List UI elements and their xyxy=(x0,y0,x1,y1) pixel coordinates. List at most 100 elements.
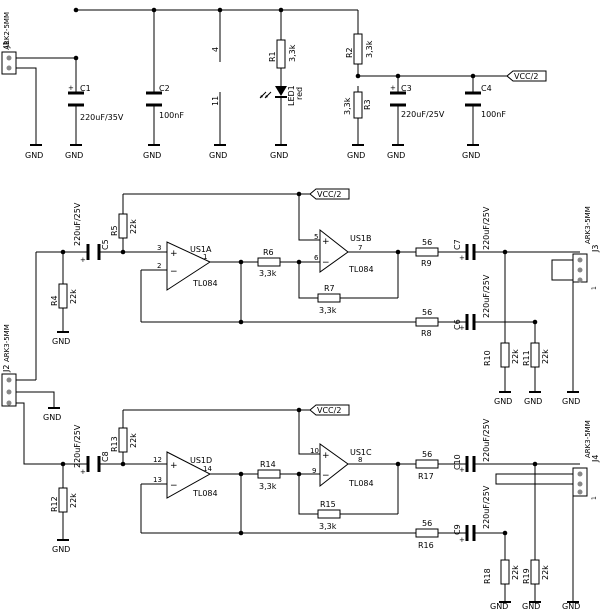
r4-value: 22k xyxy=(69,289,78,304)
resistor-r2: R2 3,3k xyxy=(345,33,374,65)
resistor-r11: R11 22k xyxy=(522,342,550,368)
gnd-symbols-ch1: GND GND GND GND xyxy=(52,331,580,406)
gnd-label: GND xyxy=(65,151,83,160)
j3-pin1: 1 xyxy=(591,286,598,290)
gnd-label: GND xyxy=(562,602,580,609)
gnd-label: GND xyxy=(143,151,161,160)
us1c-ref: US1C xyxy=(350,448,372,457)
capacitor-c9: C9 220uF/25V + xyxy=(453,485,491,544)
vcc-half-tag-top: VCC/2 xyxy=(506,70,547,82)
capacitor-c2: C2 100nF xyxy=(146,84,184,120)
gnd-label: GND xyxy=(209,151,227,160)
resistor-r17: 56 R17 xyxy=(415,450,439,481)
gnd-label: GND xyxy=(462,151,480,160)
vcc-label-ch1: VCC/2 xyxy=(317,190,341,199)
resistor-r10: R10 22k xyxy=(483,342,520,368)
r14-value: 3,3k xyxy=(259,482,277,491)
gnd-label: GND xyxy=(387,151,405,160)
us1c-pin-plus: 10 xyxy=(310,447,319,455)
r5-value: 22k xyxy=(129,219,138,234)
us1b-pin-minus: 6 xyxy=(314,254,319,262)
c6-value: 220uF/25V xyxy=(482,274,491,318)
r5-ref: R5 xyxy=(110,225,119,236)
capacitor-c1: C1 220uF/35V + xyxy=(68,84,124,122)
us1b-ref: US1B xyxy=(350,234,372,243)
gnd-label: GND xyxy=(270,151,288,160)
r6-value: 3,3k xyxy=(259,269,277,278)
pin-11-label: 11 xyxy=(211,96,220,106)
svg-text:+: + xyxy=(170,249,178,259)
j4-ref: J4 xyxy=(591,455,600,463)
j1-type: ARK2-5MM xyxy=(3,12,11,50)
svg-text:+: + xyxy=(322,237,330,247)
c7-value: 220uF/25V xyxy=(482,206,491,250)
c3-ref: C3 xyxy=(401,84,412,93)
r13-value: 22k xyxy=(129,433,138,448)
gnd-label: GND xyxy=(490,602,508,609)
r17-ref: R17 xyxy=(418,472,434,481)
gnd-label: GND xyxy=(25,151,43,160)
vcc-half-tag-ch1: VCC/2 xyxy=(309,188,350,200)
r18-value: 22k xyxy=(511,565,520,580)
resistor-r15: R15 3,3k xyxy=(317,500,341,531)
us1b-type: TL084 xyxy=(348,265,374,274)
c5-ref: C5 xyxy=(101,239,110,250)
gnd-symbols-top: GND GND GND GND GND GND GND GND xyxy=(25,144,480,160)
c2-value: 100nF xyxy=(159,111,184,120)
r7-value: 3,3k xyxy=(319,306,337,315)
input-j2: J2 ARK3-5MM 1 GND xyxy=(0,324,61,465)
c5-value: 220uF/25V xyxy=(73,202,82,246)
resistor-r5: R5 22k xyxy=(110,213,138,239)
r10-value: 22k xyxy=(511,349,520,364)
r15-ref: R15 xyxy=(320,500,336,509)
r13-ref: R13 xyxy=(110,436,119,452)
c6-plus: + xyxy=(459,324,465,332)
resistor-r4: R4 22k xyxy=(50,283,78,309)
us1c-pin-out: 8 xyxy=(358,456,362,464)
gnd-label: GND xyxy=(522,602,540,609)
resistor-r12: R12 22k xyxy=(50,487,78,513)
gnd-label: GND xyxy=(524,397,542,406)
r8-value: 56 xyxy=(422,308,432,317)
us1a-pin-plus: 3 xyxy=(157,244,161,252)
j4-pin1: 1 xyxy=(591,496,598,500)
opamp-us1d: +− US1D TL084 12 13 14 xyxy=(153,451,218,499)
j1-ref: J1 xyxy=(2,41,11,49)
c8-plus: + xyxy=(80,468,86,476)
r16-ref: R16 xyxy=(418,541,434,550)
vcc-half-tag-ch2: VCC/2 xyxy=(309,404,350,416)
us1a-pin-out: 1 xyxy=(203,253,207,261)
gnd-label: GND xyxy=(347,151,365,160)
c4-value: 100nF xyxy=(481,110,506,119)
j2-pin1: 1 xyxy=(0,406,1,410)
resistor-r13: R13 22k xyxy=(110,427,138,453)
r11-ref: R11 xyxy=(522,350,531,366)
r19-value: 22k xyxy=(541,565,550,580)
us1c-type: TL084 xyxy=(348,479,374,488)
resistor-r7: R7 3,3k xyxy=(317,284,341,315)
us1c-pin-minus: 9 xyxy=(312,467,316,475)
r3-ref: R3 xyxy=(363,99,372,110)
r9-value: 56 xyxy=(422,238,432,247)
c1-ref: C1 xyxy=(80,84,91,93)
resistor-r9: 56 R9 xyxy=(415,238,439,268)
j3-type: ARK3-5MM xyxy=(584,206,592,244)
r7-ref: R7 xyxy=(324,284,335,293)
resistor-r16: 56 R16 xyxy=(415,519,439,550)
us1d-pin-out: 14 xyxy=(203,465,212,473)
capacitor-c7: C7 220uF/25V + xyxy=(453,206,491,262)
capacitor-c8: C8 220uF/25V + xyxy=(73,424,110,476)
us1d-ref: US1D xyxy=(190,456,212,465)
connector-j4: J4 ARK3-5MM 1 xyxy=(572,420,600,500)
capacitor-c4: C4 100nF xyxy=(465,84,506,119)
power-section: J1 ARK2-5MM 1 C1 220uF/35V + C2 100nF 4 … xyxy=(0,7,547,160)
us1d-pin-minus: 13 xyxy=(153,476,162,484)
gnd-label: GND xyxy=(494,397,512,406)
opamp-us1a: +− US1A TL084 3 2 1 xyxy=(155,241,241,291)
c10-ref: C10 xyxy=(453,454,462,470)
svg-text:−: − xyxy=(322,471,330,481)
gnd-symbols-ch2: GND GND GND GND xyxy=(52,539,580,609)
r12-ref: R12 xyxy=(50,496,59,512)
resistor-r8: 56 R8 xyxy=(415,308,439,338)
